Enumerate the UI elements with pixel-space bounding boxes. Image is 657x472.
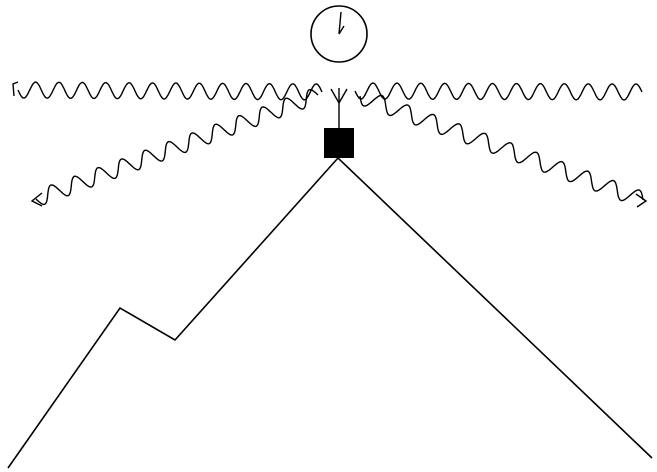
summit-box bbox=[324, 128, 354, 158]
